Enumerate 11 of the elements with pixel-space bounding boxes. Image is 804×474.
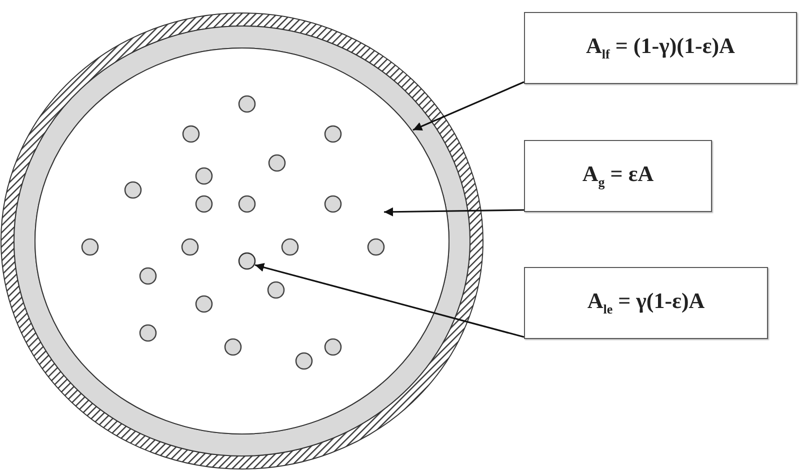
leader-arrow — [254, 262, 524, 338]
leader-arrow — [412, 81, 524, 131]
equation-box — [524, 140, 712, 212]
droplet — [238, 252, 256, 270]
equation-text: A$_{g}$ = εA — [582, 161, 654, 191]
equation-box — [524, 267, 768, 339]
gas-core — [34, 48, 450, 434]
equation-text: A$_{lf}$ = (1-γ)(1-ε)A — [586, 33, 735, 63]
leader-arrow — [384, 207, 524, 216]
equation-box — [524, 12, 797, 84]
equation-text: A$_{le}$ = γ(1-ε)A — [587, 288, 705, 318]
